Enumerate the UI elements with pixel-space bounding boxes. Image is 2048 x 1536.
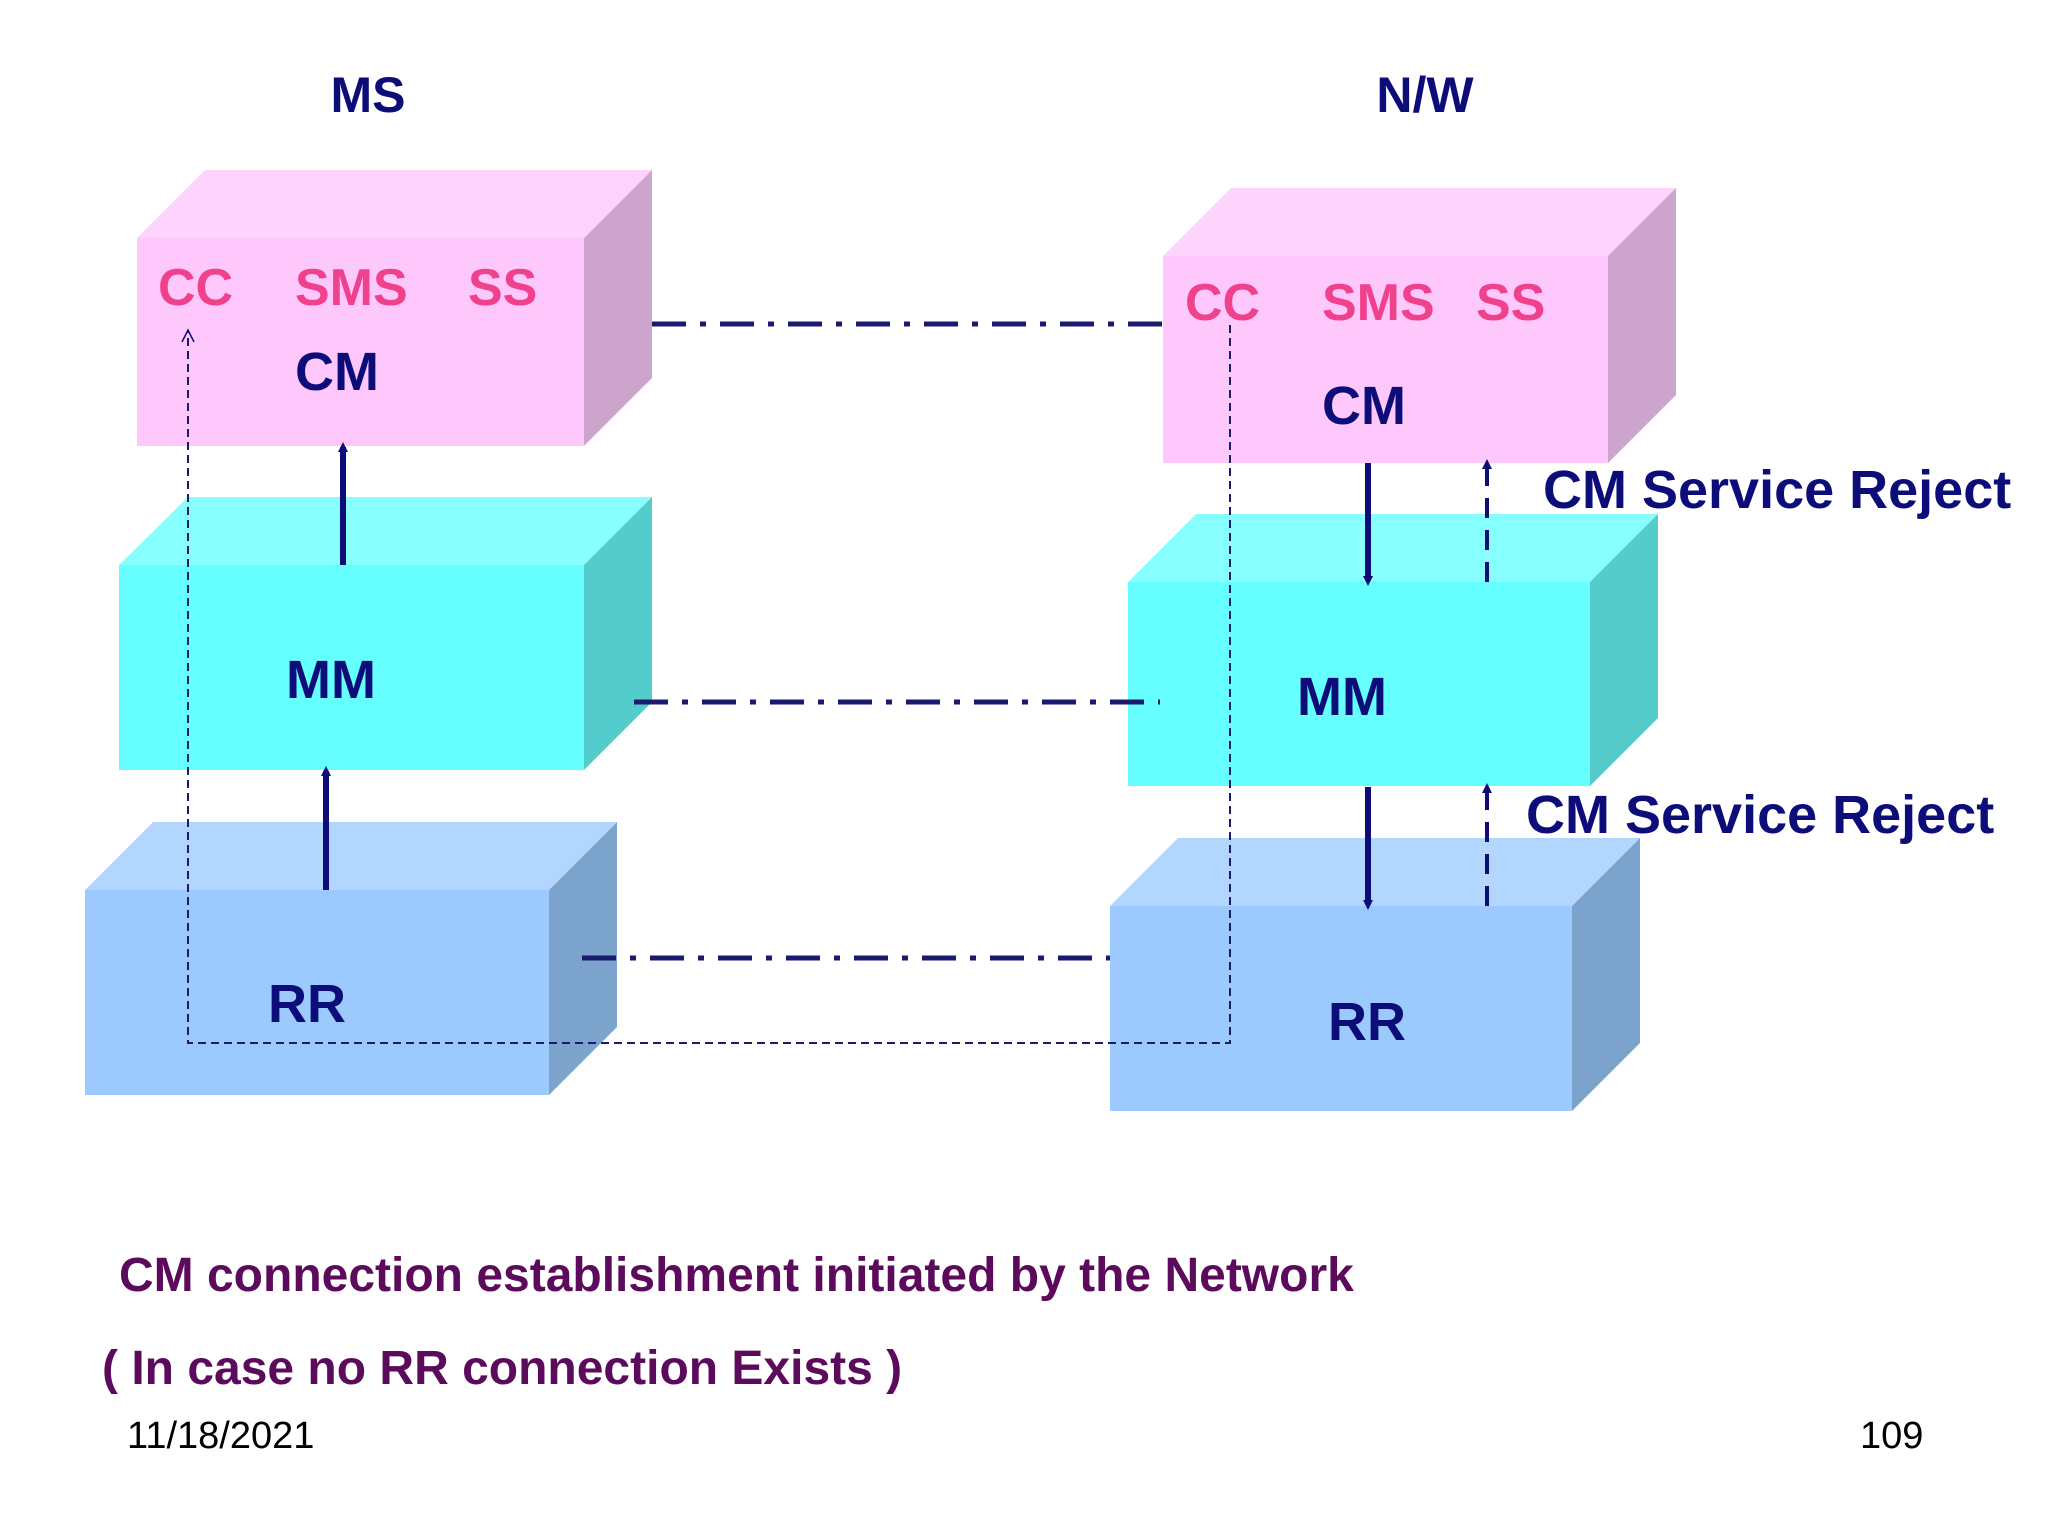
ms-cm-box bbox=[137, 170, 652, 446]
caption-line-1: CM connection establishment initiated by… bbox=[119, 1249, 1354, 1302]
header-nw: N/W bbox=[1376, 67, 1474, 123]
signaling-path bbox=[188, 325, 1231, 1044]
footer-page-number: 109 bbox=[1860, 1415, 1924, 1457]
nw-mm-label: MM bbox=[1297, 667, 1387, 727]
nw-cm-label: CM bbox=[1322, 376, 1406, 436]
nw-rr-box bbox=[1110, 838, 1640, 1111]
ms-cm-label: CM bbox=[295, 342, 379, 402]
caption-line-2: ( In case no RR connection Exists ) bbox=[102, 1342, 903, 1395]
nw-mm-box bbox=[1128, 514, 1658, 786]
ms-mm-label: MM bbox=[286, 650, 376, 710]
nw-cc-label: CC bbox=[1185, 274, 1260, 332]
ms-cc-label: CC bbox=[158, 259, 233, 317]
ms-ss-label: SS bbox=[468, 259, 537, 317]
ms-mm-box bbox=[119, 497, 652, 770]
nw-ss-label: SS bbox=[1476, 274, 1545, 332]
ms-rr-label: RR bbox=[268, 974, 346, 1034]
ms-sms-label: SMS bbox=[295, 259, 408, 317]
nw-rr-label: RR bbox=[1328, 992, 1406, 1052]
nw-sms-label: SMS bbox=[1322, 274, 1435, 332]
header-ms: MS bbox=[331, 67, 406, 123]
nw-cm-box bbox=[1163, 188, 1676, 463]
reject-label-mm-rr: CM Service Reject bbox=[1526, 785, 1994, 845]
ms-rr-box bbox=[85, 822, 617, 1095]
reject-label-cm-mm: CM Service Reject bbox=[1543, 460, 2011, 520]
footer-date: 11/18/2021 bbox=[127, 1415, 315, 1457]
